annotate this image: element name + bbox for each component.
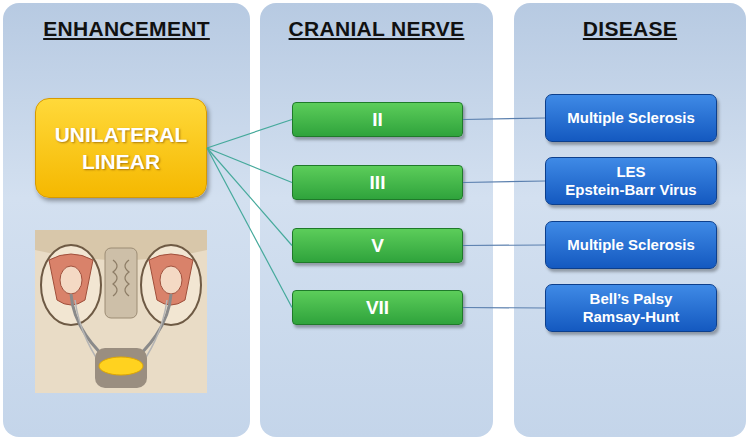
nerve-box: II — [292, 102, 463, 137]
column-heading: CRANIAL NERVE — [260, 3, 493, 41]
box-label: Multiple Sclerosis — [567, 236, 695, 254]
right-globe — [160, 266, 182, 294]
ethmoid-cells — [113, 260, 129, 296]
box-label: Bell’s Palsy — [590, 290, 673, 308]
sella — [95, 348, 147, 388]
box-label: V — [371, 235, 384, 257]
connector-line — [463, 307, 545, 309]
nerve-box: III — [292, 165, 463, 200]
nasal-septum — [105, 248, 137, 318]
nerve-box: V — [292, 228, 463, 263]
connector-line — [207, 148, 292, 246]
box-label: Epstein-Barr Virus — [565, 181, 696, 199]
box-label: UNILATERAL — [55, 121, 188, 148]
right-orbit — [141, 245, 201, 325]
column-panel: CRANIAL NERVEIIIIIVVII — [260, 3, 493, 437]
box-label: III — [370, 172, 386, 194]
column-heading: ENHANCEMENT — [3, 3, 250, 41]
nerve-box: VII — [292, 290, 463, 325]
enhancement-box: UNILATERALLINEAR — [35, 98, 207, 198]
box-label: VII — [366, 297, 389, 319]
connector-line — [463, 118, 545, 120]
connector-line — [463, 244, 545, 246]
disease-box: LESEpstein-Barr Virus — [545, 157, 717, 205]
left-orbit — [41, 245, 101, 325]
connector-line — [207, 148, 292, 308]
box-label: II — [372, 109, 383, 131]
disease-box: Multiple Sclerosis — [545, 94, 717, 142]
left-globe — [60, 266, 82, 294]
optic-chiasm — [99, 357, 143, 375]
box-label: Multiple Sclerosis — [567, 109, 695, 127]
box-label: LES — [616, 163, 645, 181]
connector-line — [207, 148, 292, 183]
column-heading: DISEASE — [514, 3, 746, 41]
box-label: LINEAR — [82, 148, 160, 175]
connector-line — [207, 120, 292, 149]
disease-box: Multiple Sclerosis — [545, 221, 717, 269]
column-panel: DISEASEMultiple SclerosisLESEpstein-Barr… — [514, 3, 746, 437]
brain-illustration — [35, 230, 207, 393]
disease-box: Bell’s PalsyRamsay-Hunt — [545, 284, 717, 332]
bone-background — [35, 230, 207, 393]
connector-line — [463, 181, 545, 183]
box-label: Ramsay-Hunt — [583, 308, 680, 326]
